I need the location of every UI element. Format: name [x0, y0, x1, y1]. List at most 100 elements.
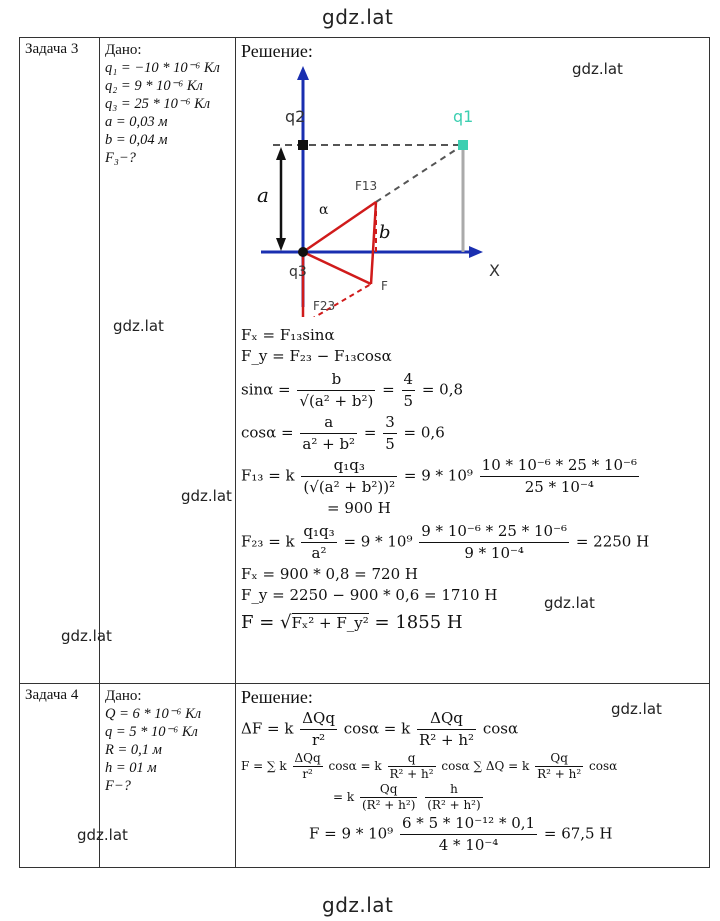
label-alpha: α [319, 202, 329, 218]
task3-given-item: F₃−? [105, 150, 136, 166]
sin-fraction: b√(a² + b²) [297, 369, 376, 412]
f13-lhs: F₁₃ = k [241, 466, 295, 485]
cos-num: a [300, 412, 358, 434]
f13-fraction: q₁q₃(√(a² + b²))² [301, 455, 398, 498]
l1-d1: r² [311, 731, 326, 749]
task3-given-item: q₁ = −10 * 10⁻⁶ Кл [105, 60, 220, 76]
task3-given-title: Дано: [105, 42, 142, 58]
f13-den2: 25 * 10⁻⁴ [524, 478, 594, 496]
cos-eq: = [363, 423, 377, 442]
f13-mid: = 9 * 10⁹ [403, 466, 473, 485]
task3-given-item: q₂ = 9 * 10⁻⁶ Кл [105, 78, 203, 94]
l2-n3: Qq [535, 751, 584, 767]
l4-result: = 67,5 Н [543, 824, 613, 843]
label-b: b [379, 222, 391, 243]
sin-num: b [297, 369, 376, 391]
l2-a: F = ∑ k [241, 759, 287, 773]
watermark-inline: gdz.lat [544, 594, 595, 612]
task4-given-item: F−? [105, 778, 131, 794]
watermark-inline: gdz.lat [572, 60, 623, 78]
force-diagram: q2 q1 q3 a b α X F13 F F23 F23 [257, 66, 500, 317]
task3-given-item: b = 0,04 м [105, 132, 168, 148]
l2-n1: ΔQq [292, 751, 323, 767]
task3-given-item: q₃ = 25 * 10⁻⁶ Кл [105, 96, 211, 112]
task4-given-item: Q = 6 * 10⁻⁶ Кл [105, 706, 202, 722]
cos-result: = 0,6 [403, 423, 445, 442]
l3-a: = k [333, 790, 355, 804]
l3-n2: h [425, 782, 483, 798]
l3-frac2: h(R² + h²) [425, 782, 483, 813]
watermark-top: gdz.lat [322, 5, 394, 29]
f23-num2: 9 * 10⁻⁶ * 25 * 10⁻⁶ [419, 521, 570, 543]
eq-fx: Fₓ = F₁₃sinα [241, 326, 335, 344]
task3-label: Задача 3 [19, 37, 100, 684]
f13-num: q₁q₃ [301, 455, 398, 477]
task3-solution: Решение: [235, 37, 710, 684]
l1-d2: R² + h² [418, 731, 475, 749]
label-q2: q2 [285, 107, 305, 126]
l2-d1: r² [302, 767, 313, 781]
l3-d2: (R² + h²) [427, 798, 481, 812]
cos-den2: 5 [385, 435, 395, 453]
sin-den: √(a² + b²) [299, 392, 374, 410]
f13-num2: 10 * 10⁻⁶ * 25 * 10⁻⁶ [479, 455, 639, 477]
l1-lhs: ΔF = k [241, 719, 294, 738]
l2-b: cosα = k [328, 759, 382, 773]
l4-num: 6 * 5 * 10⁻¹² * 0,1 [399, 813, 538, 835]
label-q1: q1 [453, 107, 473, 126]
label-x: X [489, 261, 500, 280]
eq-f13: F₁₃ = k q₁q₃(√(a² + b²))² = 9 * 10⁹ 10 *… [241, 455, 704, 498]
l3-n1: Qq [359, 782, 418, 798]
f-lhs: F = [241, 612, 275, 633]
watermark-inline: gdz.lat [611, 700, 662, 718]
label-q3: q3 [289, 264, 307, 280]
label-f23-vis: F23 [313, 299, 335, 313]
l1-end: cosα [482, 719, 519, 738]
eq-fx-value: Fₓ = 900 * 0,8 = 720 Н [241, 565, 418, 583]
cos-num2: 3 [383, 412, 397, 434]
l2-c: cosα ∑ ΔQ = k [441, 759, 530, 773]
f23-lhs: F₂₃ = k [241, 532, 295, 551]
f23-num: q₁q₃ [301, 521, 337, 543]
eq-fy-value: F_y = 2250 − 900 * 0,6 = 1710 Н [241, 586, 498, 604]
task4-solution-title: Решение: [241, 687, 313, 707]
watermark-inline: gdz.lat [181, 487, 232, 505]
label-f: F [381, 279, 388, 293]
watermark-inline: gdz.lat [113, 317, 164, 335]
task4-row: Задача 4 Дано: Q = 6 * 10⁻⁶ Кл q = 5 * 1… [19, 683, 710, 868]
l1-n2: ΔQq [416, 708, 477, 730]
f-radicand: Fₓ² + F_y² [291, 613, 369, 632]
task3-row: Задача 3 Дано: q₁ = −10 * 10⁻⁶ Кл q₂ = 9… [19, 37, 710, 684]
task3-solution-title: Решение: [241, 41, 313, 61]
sin-num2: 4 [401, 369, 416, 391]
task4-given-item: R = 0,1 м [105, 742, 162, 758]
task4-given-item: h = 01 м [105, 760, 157, 776]
task4-given-title: Дано: [105, 688, 142, 704]
l2-end: cosα [589, 759, 618, 773]
solutions-table: Задача 3 Дано: q₁ = −10 * 10⁻⁶ Кл q₂ = 9… [19, 37, 710, 868]
l2-d2: R² + h² [389, 767, 434, 781]
cos-lhs: cosα = [241, 423, 294, 442]
task3-given-item: a = 0,03 м [105, 114, 168, 130]
l2-n2: q [387, 751, 436, 767]
f23-mid: = 9 * 10⁹ [343, 532, 413, 551]
task3-given: Дано: q₁ = −10 * 10⁻⁶ Кл q₂ = 9 * 10⁻⁶ К… [99, 37, 236, 684]
l2-d3: R² + h² [537, 767, 582, 781]
